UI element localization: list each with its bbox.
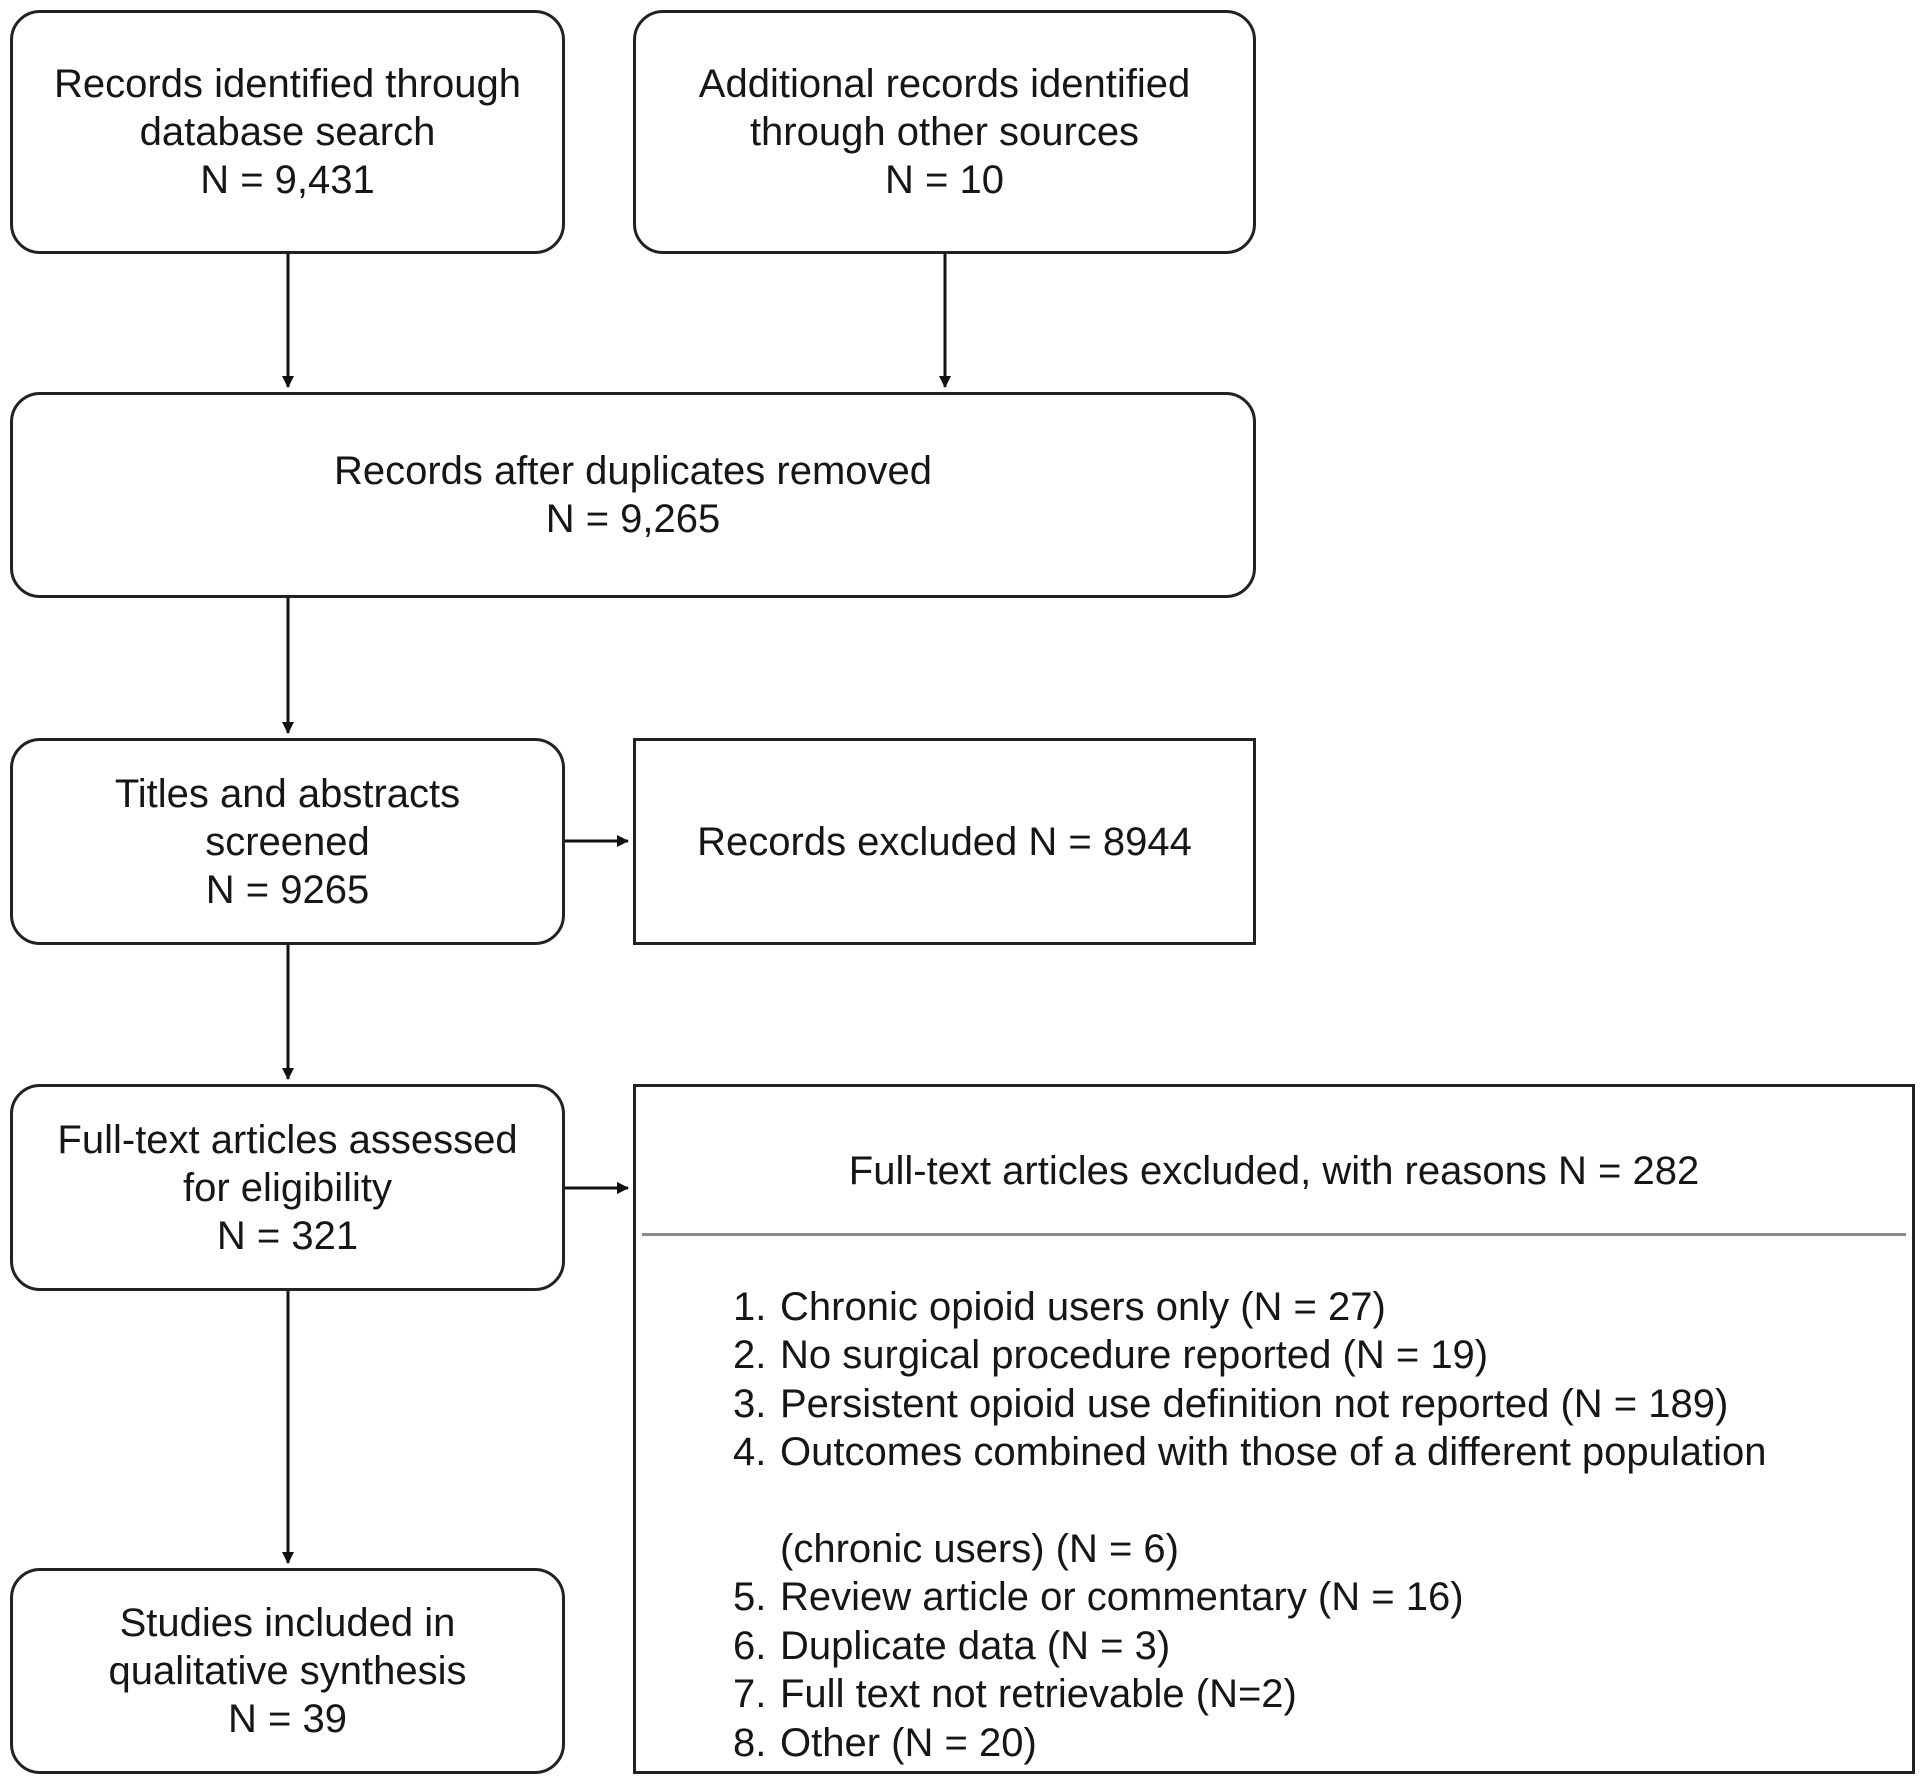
exclusion-reason-item: 7. Full text not retrievable (N=2) <box>733 1670 1767 1718</box>
other-sources-line1: Additional records identified <box>698 62 1191 106</box>
studies-included-box: Studies included in qualitative synthesi… <box>10 1568 565 1774</box>
screened-count: N = 9265 <box>205 867 370 912</box>
exclusion-reason-item: 1. Chronic opioid users only (N = 27) <box>733 1283 1767 1331</box>
exclusion-reason-number: 2. <box>733 1333 767 1378</box>
studies-included-count: N = 39 <box>228 1697 347 1741</box>
exclusion-reason-text: Outcomes combined with those of a differ… <box>780 1430 1767 1475</box>
studies-included-line1: Studies included in <box>119 1601 456 1645</box>
database-search-box: Records identified through database sear… <box>10 10 565 254</box>
other-sources-line2: through other sources <box>749 110 1140 154</box>
exclusion-reason-number: 1. <box>733 1285 767 1329</box>
exclusion-reason-number: 4. <box>733 1430 767 1475</box>
exclusion-reasons-list: 1. Chronic opioid users only (N = 27) 2. N… <box>733 1283 1767 1767</box>
exclusion-reason-text: Chronic opioid users only (N = 27) <box>780 1285 1386 1329</box>
exclusion-reason-text: Duplicate data (N = 3) <box>780 1623 1171 1668</box>
exclusion-reason-number: 7. <box>733 1672 767 1717</box>
exclusion-reason-number: 5. <box>733 1575 767 1620</box>
exclusion-reasons-box: Full-text articles excluded, with reason… <box>633 1084 1915 1774</box>
full-text-assessed-line2: for eligibility <box>183 1165 392 1210</box>
exclusion-reason-item: 3. Persistent opioid use definition not r… <box>733 1380 1767 1428</box>
duplicates-removed-count: N = 9,265 <box>545 497 721 541</box>
exclusion-reason-number: 6. <box>733 1623 767 1668</box>
exclusion-reason-text: Persistent opioid use definition not rep… <box>780 1381 1729 1426</box>
exclusion-reason-text-continued: (chronic users) (N = 6) <box>780 1527 1179 1572</box>
database-search-line2: database search <box>139 110 436 154</box>
exclusion-reason-item: 6. Duplicate data (N = 3) <box>733 1622 1767 1670</box>
full-text-assessed-count: N = 321 <box>216 1213 359 1258</box>
records-excluded-text: Records excluded N = 8944 <box>697 819 1192 864</box>
exclusion-reason-item: 4. Outcomes combined with those of a diff… <box>733 1428 1767 1573</box>
screened-box: Titles and abstracts screened N = 9265 <box>10 738 565 945</box>
screened-line2: screened <box>205 819 370 864</box>
duplicates-removed-label: Records after duplicates removed <box>333 449 933 493</box>
full-text-assessed-line1: Full-text articles assessed <box>57 1117 518 1162</box>
exclusion-reason-item: 2. No surgical procedure reported (N = 19… <box>733 1331 1767 1379</box>
screened-line1: Titles and abstracts <box>114 771 461 816</box>
exclusion-reason-text: Review article or commentary (N = 16) <box>780 1575 1464 1620</box>
studies-included-line2: qualitative synthesis <box>108 1649 467 1693</box>
exclusion-reasons-title: Full-text articles excluded, with reason… <box>848 1149 1700 1193</box>
exclusion-reason-text: No surgical procedure reported (N = 19) <box>780 1333 1489 1378</box>
other-sources-count: N = 10 <box>885 158 1004 202</box>
database-search-line1: Records identified through <box>54 62 521 106</box>
exclusion-reason-text: Other (N = 20) <box>780 1720 1037 1765</box>
exclusion-reason-item: 8. Other (N = 20) <box>733 1719 1767 1767</box>
exclusion-reason-number: 3. <box>733 1381 767 1426</box>
exclusion-reason-item: 5. Review article or commentary (N = 16) <box>733 1573 1767 1621</box>
exclusion-reason-text: Full text not retrievable (N=2) <box>780 1672 1297 1717</box>
duplicates-removed-box: Records after duplicates removed N = 9,2… <box>10 392 1256 598</box>
exclusion-reasons-divider <box>642 1233 1906 1236</box>
full-text-assessed-box: Full-text articles assessed for eligibil… <box>10 1084 565 1291</box>
exclusion-reason-number: 8. <box>733 1720 767 1765</box>
other-sources-box: Additional records identified through ot… <box>633 10 1256 254</box>
records-excluded-box: Records excluded N = 8944 <box>633 738 1256 945</box>
database-search-count: N = 9,431 <box>200 158 375 202</box>
